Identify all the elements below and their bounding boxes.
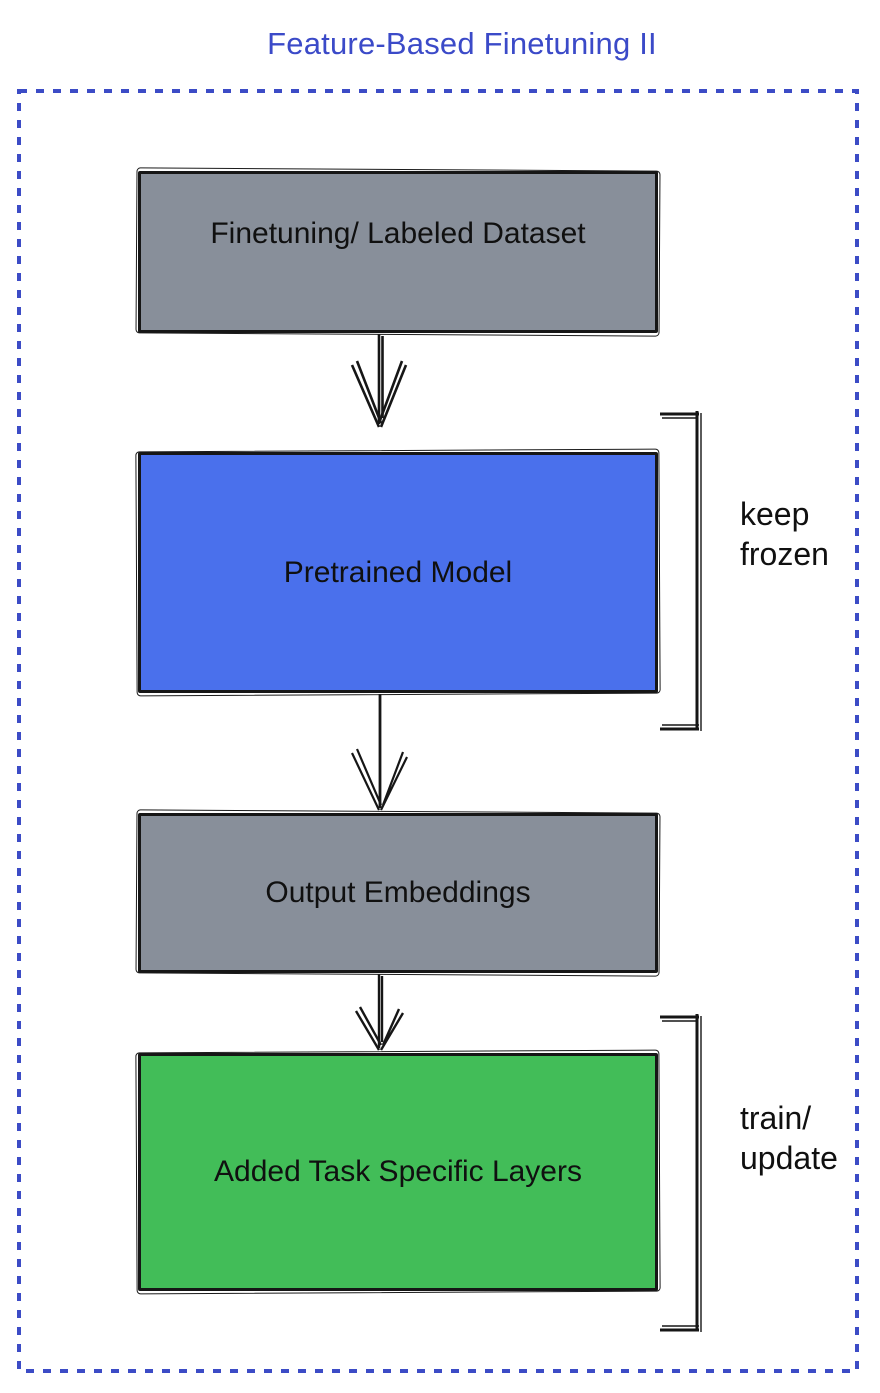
- node-label: Output Embeddings: [265, 876, 531, 909]
- node-finetuning-dataset: Finetuning/ Labeled Dataset: [138, 171, 658, 333]
- annotation-line: keep: [740, 496, 810, 532]
- arrow-embeddings-to-layers: [354, 974, 405, 1051]
- bracket-train-update: [660, 1014, 702, 1332]
- annotation-line: update: [740, 1140, 838, 1176]
- node-label: Finetuning/ Labeled Dataset: [210, 217, 586, 250]
- bracket-keep-frozen: [660, 411, 702, 731]
- annotation-line: train/: [740, 1100, 812, 1136]
- arrow-model-to-embeddings: [351, 694, 408, 811]
- node-label: Pretrained Model: [283, 555, 513, 589]
- annotation-keep-frozen: keep frozen: [740, 494, 829, 574]
- diagram-title: Feature-Based Finetuning II: [267, 26, 657, 61]
- node-task-specific-layers: Added Task Specific Layers: [138, 1053, 658, 1291]
- node-output-embeddings: Output Embeddings: [138, 813, 658, 973]
- annotation-train-update: train/ update: [740, 1098, 838, 1178]
- node-label: Added Task Specific Layers: [214, 1155, 582, 1188]
- annotation-line: frozen: [740, 536, 829, 572]
- node-pretrained-model: Pretrained Model: [138, 452, 658, 693]
- dashed-frame-border: [17, 89, 859, 1373]
- arrow-dataset-to-model: [350, 334, 408, 428]
